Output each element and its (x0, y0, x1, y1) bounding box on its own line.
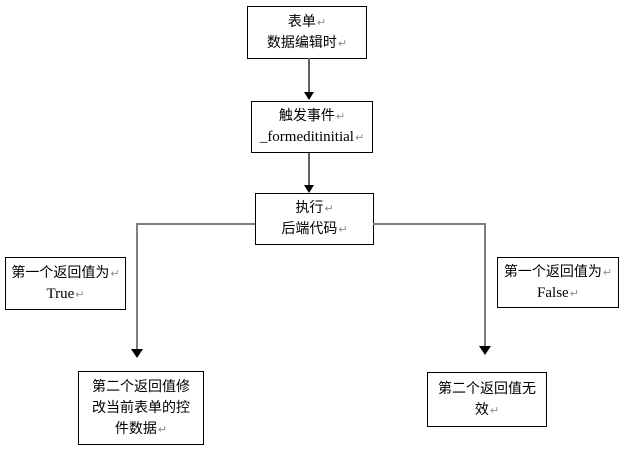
node-line: 后端代码↵ (281, 219, 347, 240)
node-execute-backend-code: 执行↵ 后端代码↵ (255, 193, 374, 245)
node-text: 第二个返回值修 (92, 379, 190, 395)
node-line: _formeditinitial↵ (260, 127, 364, 148)
node-trigger-event: 触发事件↵ _formeditinitial↵ (251, 101, 373, 153)
node-text: 执行 (295, 201, 324, 216)
return-mark-icon: ↵ (324, 202, 334, 215)
node-line: 件数据↵ (115, 419, 167, 440)
node-text: 表单 (287, 14, 316, 30)
return-mark-icon: ↵ (569, 286, 579, 300)
node-text: 数据编辑时 (266, 35, 337, 51)
node-line: 数据编辑时↵ (267, 33, 347, 54)
node-line: 第一个返回值为↵ (504, 262, 612, 283)
return-mark-icon: ↵ (602, 265, 613, 279)
return-mark-icon: ↵ (354, 131, 365, 144)
node-first-return-false: 第一个返回值为↵ False↵ (497, 257, 619, 308)
node-line: 触发事件↵ (279, 106, 345, 127)
node-line: 表单↵ (288, 12, 326, 33)
connector-form-to-trigger (308, 58, 310, 92)
node-line: 执行↵ (295, 198, 333, 219)
node-text: True (46, 285, 75, 302)
return-mark-icon: ↵ (316, 15, 327, 29)
connector-branch-left-horizontal (137, 223, 255, 225)
node-text: 改当前表单的控 (92, 400, 190, 416)
node-text: 第一个返回值为 (11, 265, 110, 281)
node-line: 效↵ (475, 400, 499, 421)
node-line: 改当前表单的控 (92, 398, 190, 419)
return-mark-icon: ↵ (335, 110, 346, 123)
return-mark-icon: ↵ (338, 223, 348, 236)
arrowhead-down-icon (304, 185, 314, 193)
node-form-data-edit: 表单↵ 数据编辑时↵ (247, 6, 367, 59)
node-line: True↵ (46, 284, 84, 305)
node-line: 第二个返回值修 (92, 377, 190, 398)
return-mark-icon: ↵ (110, 266, 120, 280)
node-first-return-true: 第一个返回值为↵ True↵ (5, 257, 126, 310)
node-text: 第一个返回值为 (503, 264, 602, 280)
connector-branch-right-vertical (484, 223, 486, 346)
node-line: 第二个返回值无 (438, 379, 536, 400)
node-text: False (537, 284, 569, 301)
node-second-return-modifies: 第二个返回值修 改当前表单的控 件数据↵ (78, 371, 204, 445)
node-second-return-invalid: 第二个返回值无 效↵ (427, 372, 547, 427)
return-mark-icon: ↵ (75, 287, 85, 301)
connector-trigger-to-execute (308, 153, 310, 185)
arrowhead-down-icon (479, 346, 491, 355)
node-line: 第一个返回值为↵ (11, 263, 119, 284)
node-text: 件数据 (114, 421, 157, 437)
return-mark-icon: ↵ (337, 36, 348, 50)
node-text: 效 (474, 402, 489, 418)
node-text: 触发事件 (278, 109, 335, 124)
node-line: False↵ (537, 283, 579, 304)
arrowhead-down-icon (304, 92, 314, 100)
arrowhead-down-icon (131, 349, 143, 358)
node-text: _formeditinitial (259, 129, 354, 145)
node-text: 后端代码 (281, 222, 338, 237)
node-text: 第二个返回值无 (438, 381, 536, 397)
connector-branch-left-vertical (136, 223, 138, 349)
return-mark-icon: ↵ (489, 403, 500, 417)
return-mark-icon: ↵ (157, 422, 168, 436)
connector-branch-right-horizontal (373, 223, 486, 225)
